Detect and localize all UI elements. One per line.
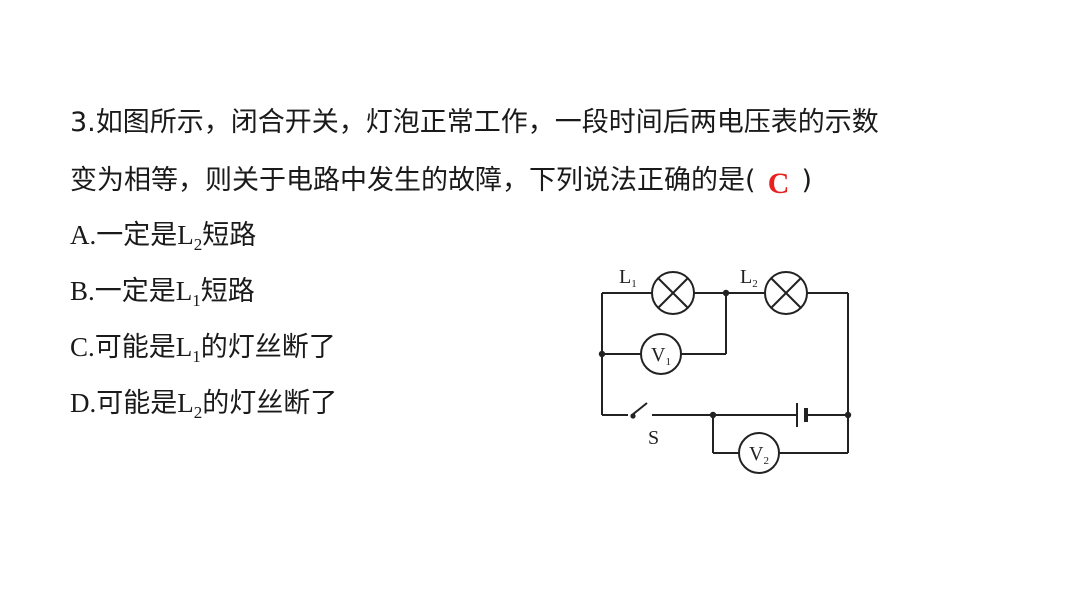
option-a: A.一定是L2短路: [70, 215, 256, 265]
question-text-2: 变为相等，则关于电路中发生的故障，下列说法正确的是(: [70, 165, 756, 196]
option-a-pre: 一定是: [96, 220, 178, 251]
lamp-l1-label: L1: [619, 266, 637, 290]
option-b-prefix: B.: [70, 276, 95, 306]
option-d-sub: 2: [193, 403, 203, 422]
switch-label: S: [648, 427, 659, 449]
option-d-letter: L: [177, 388, 194, 418]
question-line-2: 变为相等，则关于电路中发生的故障，下列说法正确的是( C): [70, 160, 812, 201]
battery-icon: [796, 403, 808, 427]
option-b-post: 短路: [200, 276, 255, 307]
option-d-pre: 可能是: [96, 388, 178, 419]
option-c-prefix: C.: [70, 332, 95, 362]
question-line-1: 3.如图所示，闭合开关，灯泡正常工作，一段时间后两电压表的示数: [70, 103, 879, 143]
option-a-letter: L: [177, 220, 194, 250]
close-paren: ): [801, 165, 813, 196]
voltmeter-v1-icon: V1: [640, 333, 682, 375]
lamp-l1-icon: [651, 271, 695, 315]
junction-dots: [598, 289, 852, 419]
option-b: B.一定是L1短路: [70, 271, 255, 321]
option-b-letter: L: [175, 276, 193, 306]
voltmeter-v2-label: V2: [749, 443, 769, 467]
lamp-l2-label: L2: [740, 266, 758, 290]
option-d-prefix: D.: [70, 388, 97, 418]
option-d: D.可能是L2的灯丝断了: [70, 383, 337, 433]
option-a-prefix: A.: [70, 220, 97, 250]
option-c-letter: L: [175, 332, 193, 362]
question-text-1: 3.如图所示，闭合开关，灯泡正常工作，一段时间后两电压表的示数: [70, 107, 879, 138]
option-c: C.可能是L1的灯丝断了: [70, 327, 336, 377]
option-a-post: 短路: [202, 220, 257, 251]
voltmeter-v1-label: V1: [651, 344, 671, 368]
voltmeter-v2-icon: V2: [738, 432, 780, 474]
circuit-wires: [601, 292, 849, 454]
option-b-sub: 1: [192, 291, 201, 310]
option-c-sub: 1: [192, 347, 201, 366]
answer-mark: C: [767, 167, 790, 200]
circuit-diagram: L1 L2 V1 V2 S: [598, 266, 852, 474]
option-a-sub: 2: [193, 235, 203, 254]
option-b-pre: 一定是: [94, 276, 176, 307]
lamp-l2-icon: [764, 271, 808, 315]
option-c-post: 的灯丝断了: [200, 332, 336, 363]
option-c-pre: 可能是: [94, 332, 176, 363]
option-d-post: 的灯丝断了: [202, 388, 338, 419]
